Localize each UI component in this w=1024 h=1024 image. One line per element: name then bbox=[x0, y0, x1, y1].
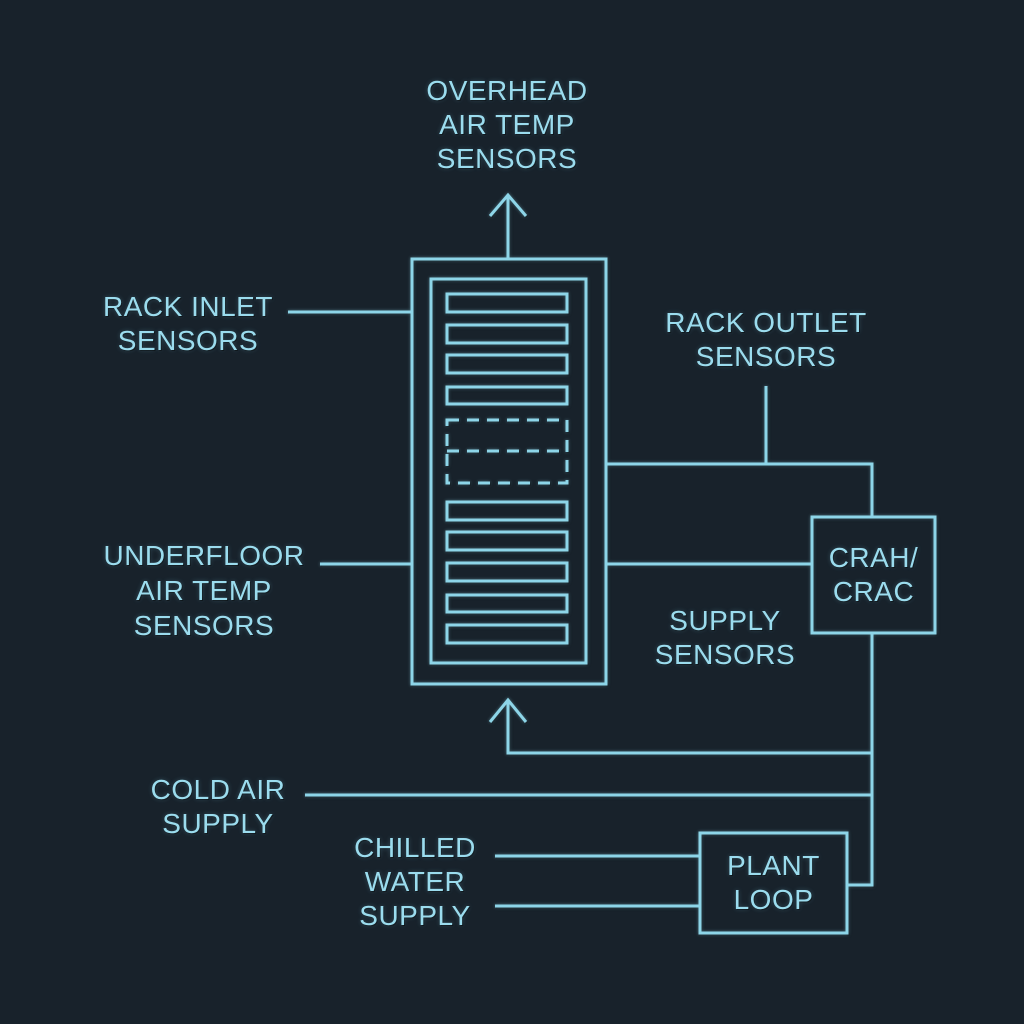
label-plant-loop: PLANT LOOP bbox=[700, 833, 847, 933]
rack-dashed-slot bbox=[445, 418, 569, 485]
label-line: PLANT bbox=[727, 850, 820, 881]
rack-slat bbox=[445, 593, 569, 614]
label-line: SENSORS bbox=[117, 325, 259, 356]
label-line: AIR TEMP bbox=[136, 575, 272, 606]
label-line: AIR TEMP bbox=[439, 109, 575, 140]
label-underfloor-air-temp-sensors: UNDERFLOOR AIR TEMP SENSORS bbox=[103, 538, 304, 643]
rack-slat bbox=[445, 500, 569, 522]
rack-slat bbox=[445, 323, 569, 345]
rack-slat bbox=[445, 385, 569, 406]
label-line: WATER bbox=[364, 866, 466, 897]
label-line: LOOP bbox=[733, 884, 814, 915]
rack-slat bbox=[445, 561, 569, 583]
label-crah-crac: CRAH/ CRAC bbox=[812, 517, 935, 633]
plant-loop-box bbox=[698, 831, 849, 935]
label-chilled-water-supply: CHILLED WATER SUPPLY bbox=[354, 831, 476, 933]
line-cold-supply-to-rack bbox=[506, 701, 872, 755]
cold-supply-arrow-head-icon bbox=[488, 697, 528, 723]
label-supply-sensors: SUPPLY SENSORS bbox=[655, 604, 795, 672]
rack-slat bbox=[445, 353, 569, 375]
line-rack-outlet-to-crah bbox=[606, 462, 874, 517]
label-line: SENSORS bbox=[133, 610, 275, 641]
label-line: SENSORS bbox=[695, 341, 837, 372]
label-line: SENSORS bbox=[654, 639, 796, 670]
label-line: UNDERFLOOR bbox=[103, 540, 305, 571]
label-rack-inlet-sensors: RACK INLET SENSORS bbox=[103, 290, 273, 358]
overhead-arrow-head-icon bbox=[488, 192, 528, 217]
label-rack-outlet-sensors: RACK OUTLET SENSORS bbox=[665, 306, 867, 374]
label-line: RACK INLET bbox=[103, 291, 273, 322]
rack-inner-frame bbox=[429, 277, 588, 665]
line-crah-to-plant-loop bbox=[846, 633, 874, 887]
label-cold-air-supply: COLD AIR SUPPLY bbox=[151, 773, 286, 841]
label-line: CRAC bbox=[832, 576, 915, 607]
label-line: COLD AIR bbox=[150, 774, 286, 805]
rack-slat bbox=[445, 530, 569, 552]
label-line: SUPPLY bbox=[669, 605, 781, 636]
label-line: SUPPLY bbox=[359, 900, 471, 931]
rack-slat bbox=[445, 292, 569, 314]
label-line: OVERHEAD bbox=[426, 75, 588, 106]
label-overhead-air-temp-sensors: OVERHEAD AIR TEMP SENSORS bbox=[426, 74, 587, 176]
crah-crac-box bbox=[810, 515, 937, 635]
label-line: SENSORS bbox=[436, 143, 578, 174]
rack-slat bbox=[445, 623, 569, 645]
label-line: CRAH/ bbox=[828, 542, 919, 573]
label-line: CHILLED bbox=[354, 832, 476, 863]
rack-outer-frame bbox=[410, 257, 608, 686]
label-line: SUPPLY bbox=[162, 808, 274, 839]
label-line: RACK OUTLET bbox=[665, 307, 867, 338]
